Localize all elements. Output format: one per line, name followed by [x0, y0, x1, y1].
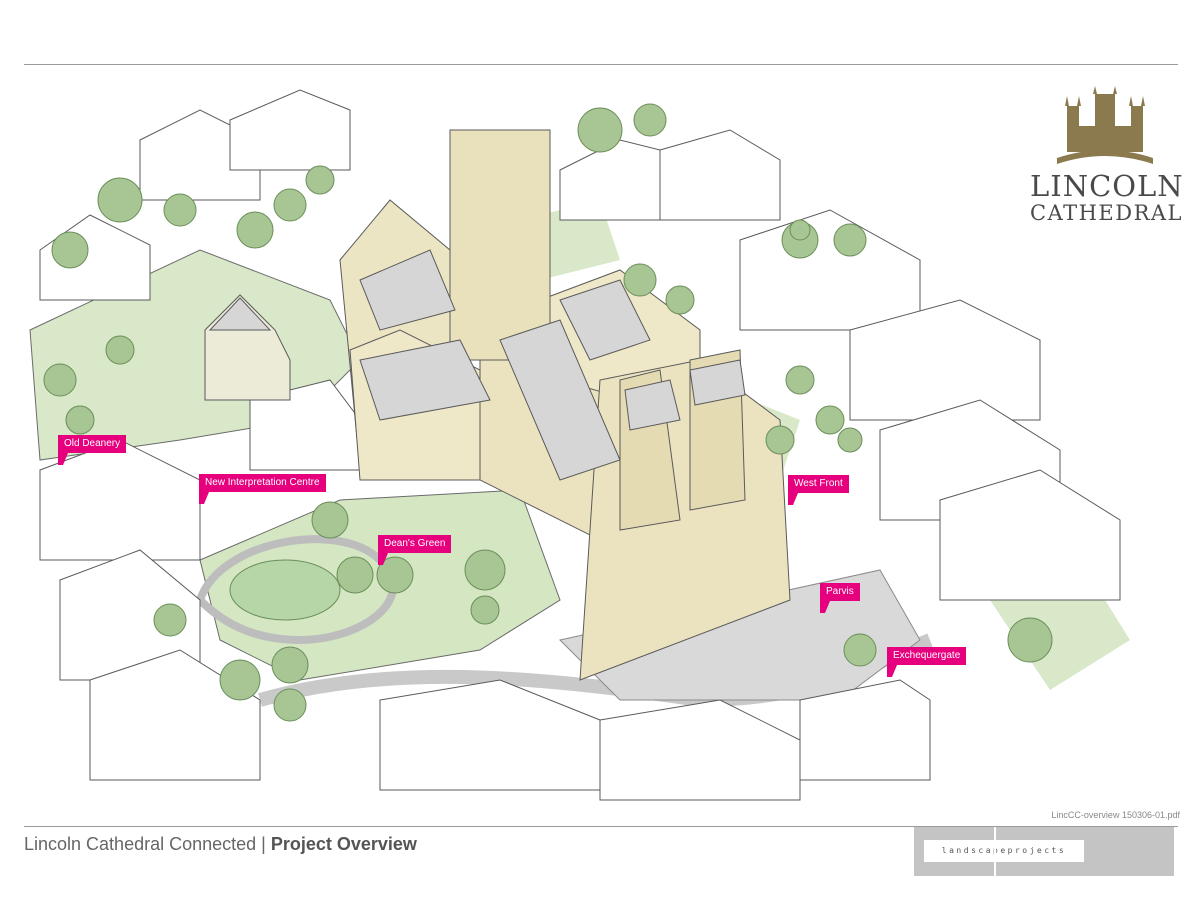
callout-label: Exchequergate: [887, 647, 967, 665]
callout-pointer: [58, 453, 68, 465]
callout-pointer: [788, 493, 798, 505]
top-rule: [24, 64, 1178, 65]
callout-deans-green: Dean's Green: [378, 533, 452, 565]
cathedral-emblem-icon: [1057, 86, 1153, 164]
logo-line-2: CATHEDRAL: [1030, 201, 1183, 225]
brand-block: landscapeprojects: [914, 827, 1174, 876]
brand-name: landscapeprojects: [924, 840, 1084, 862]
callout-label: Parvis: [820, 583, 860, 601]
footer-project-name: Lincoln Cathedral Connected: [24, 834, 257, 854]
callout-label: Dean's Green: [378, 535, 452, 553]
callout-label: New Interpretation Centre: [199, 474, 326, 492]
callout-exchequergate: Exchequergate: [887, 645, 967, 677]
callout-pointer: [820, 601, 830, 613]
file-name: LincCC-overview 150306-01.pdf: [1051, 810, 1180, 820]
callout-old-deanery: Old Deanery: [58, 433, 127, 465]
logo-line-1: LINCOLN: [1030, 169, 1184, 203]
callout-new-interpretation-centre: New Interpretation Centre: [199, 472, 326, 504]
footer-title: Lincoln Cathedral Connected | Project Ov…: [24, 834, 417, 855]
callout-west-front: West Front: [788, 473, 849, 505]
callout-pointer: [378, 553, 388, 565]
footer-subtitle: Project Overview: [270, 834, 417, 854]
callout-label: West Front: [788, 475, 849, 493]
brand-divider: [994, 827, 996, 876]
callout-label: Old Deanery: [58, 435, 127, 453]
footer-separator: |: [256, 834, 271, 854]
callout-pointer: [887, 665, 897, 677]
callout-pointer: [199, 492, 209, 504]
cathedral-precinct-illustration: [29, 89, 1130, 801]
callout-parvis: Parvis: [820, 581, 860, 613]
bottom-rule: [24, 826, 1178, 827]
lincoln-cathedral-logo: LINCOLN CATHEDRAL: [1030, 86, 1184, 225]
